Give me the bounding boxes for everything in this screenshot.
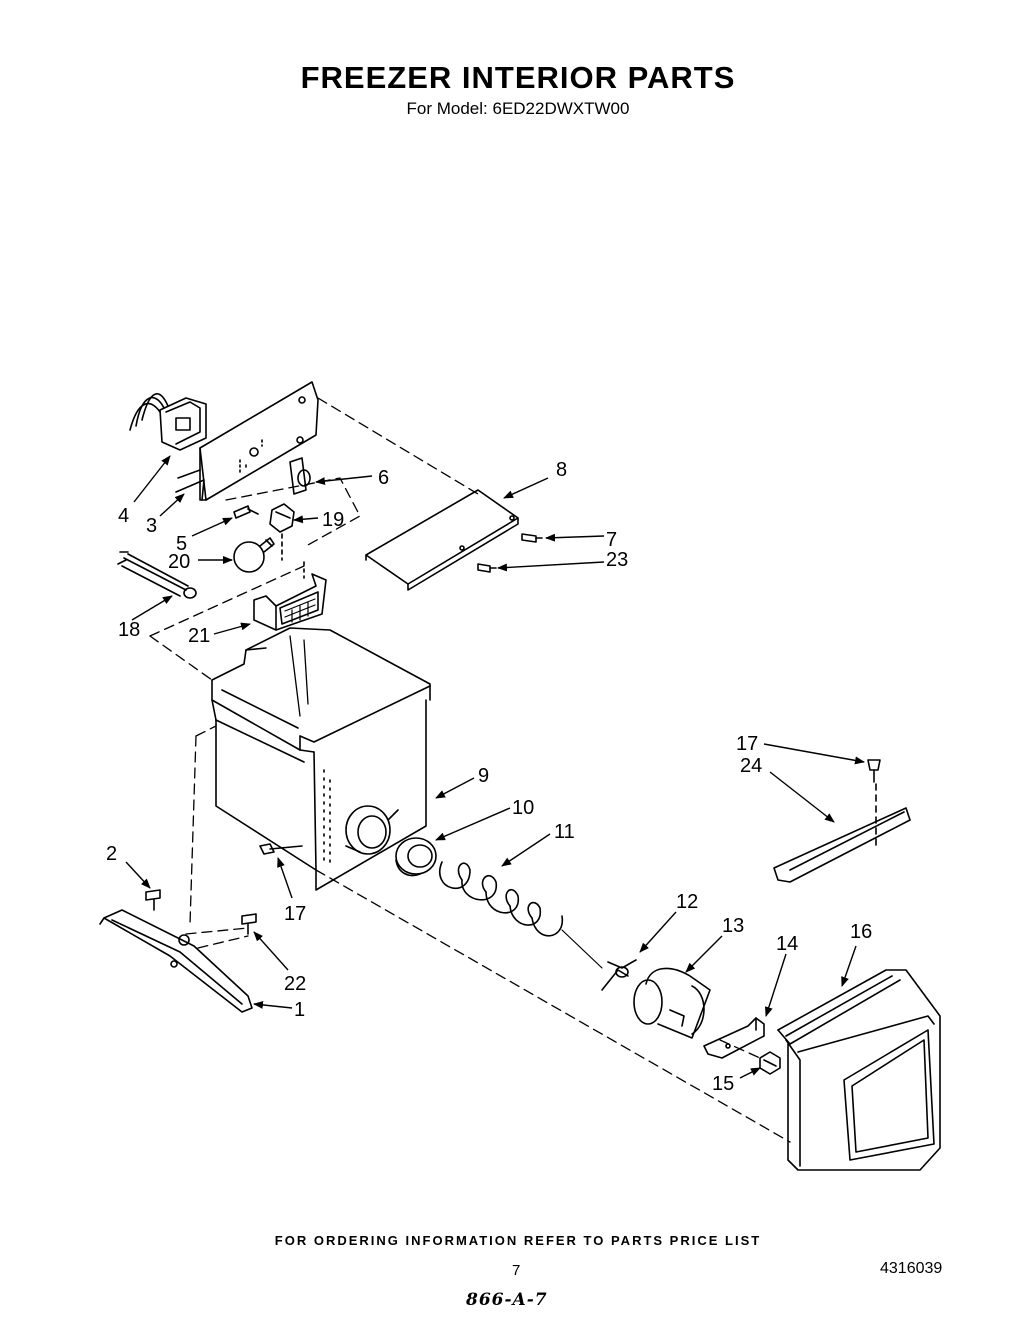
handwritten-note: 866-A-7 — [466, 1290, 548, 1310]
leader-arrow-8 — [503, 477, 549, 499]
deflector-strip-part — [773, 807, 911, 883]
leader-arrow-16 — [841, 945, 857, 987]
callout-19: 19 — [322, 509, 344, 531]
screw-part-2 — [145, 889, 161, 911]
screw-part-17-right — [867, 759, 881, 849]
light-socket-clip-part — [289, 457, 311, 495]
screw-part-7 — [521, 533, 543, 543]
ordering-info-note: FOR ORDERING INFORMATION REFER TO PARTS … — [274, 1233, 762, 1248]
page-title: FREEZER INTERIOR PARTS — [300, 60, 736, 95]
callout-8: 8 — [556, 459, 567, 481]
leader-arrow-6 — [315, 475, 373, 486]
callout-24: 24 — [740, 755, 762, 777]
leader-arrow-11 — [501, 833, 551, 867]
callout-13: 13 — [722, 915, 744, 937]
screw-part-22 — [241, 913, 257, 935]
light-shield-part — [253, 561, 327, 631]
callout-5: 5 — [176, 533, 187, 555]
callout-22: 22 — [284, 973, 306, 995]
callout-14: 14 — [776, 933, 798, 955]
thermostat-control-part — [129, 393, 207, 451]
light-bulb-part — [233, 537, 275, 573]
leader-arrow-3 — [159, 493, 185, 517]
callout-21: 21 — [188, 625, 210, 647]
leader-arrow-21 — [213, 622, 251, 635]
callout-9: 9 — [478, 765, 489, 787]
callout-17-left: 17 — [284, 903, 306, 925]
screw-part-17-left — [259, 843, 303, 855]
leader-arrow-14 — [764, 953, 787, 1017]
callout-16: 16 — [850, 921, 872, 943]
lamp-socket-part — [269, 503, 295, 561]
leader-arrow-2 — [125, 861, 151, 889]
ice-bin-front-part — [777, 969, 941, 1171]
callout-1: 1 — [294, 999, 305, 1021]
ice-bin-part — [211, 627, 431, 891]
leader-arrow-15 — [739, 1067, 761, 1079]
callout-10: 10 — [512, 797, 534, 819]
model-subtitle: For Model: 6ED22DWXTW00 — [406, 99, 630, 118]
callout-3: 3 — [146, 515, 157, 537]
callout-4: 4 — [118, 505, 129, 527]
leader-arrow-9 — [435, 777, 475, 799]
leader-arrow-24 — [769, 771, 835, 823]
document-number: 4316039 — [880, 1260, 943, 1277]
drive-coupling-part — [601, 959, 637, 991]
leader-arrow-10 — [435, 807, 511, 841]
nut-part — [759, 1051, 781, 1075]
callout-23: 23 — [606, 549, 628, 571]
leader-arrow-22 — [253, 931, 289, 971]
leader-arrow-23 — [497, 561, 605, 572]
screw-part-23 — [477, 563, 497, 573]
leader-arrow-17-left — [277, 857, 293, 899]
callout-7: 7 — [606, 529, 617, 551]
assembly-guide-lines — [149, 397, 791, 1143]
leader-arrow-1 — [253, 1000, 293, 1009]
leader-arrow-18 — [131, 595, 173, 621]
screw-part-5 — [233, 505, 259, 519]
callout-2: 2 — [106, 843, 117, 865]
bin-rail-part — [99, 909, 253, 1013]
callout-6: 6 — [378, 467, 389, 489]
callout-17-right: 17 — [736, 733, 758, 755]
control-bracket-part — [175, 381, 319, 501]
leader-arrow-5 — [191, 517, 233, 537]
cover-panel-part — [365, 489, 519, 591]
leader-arrow-7 — [545, 533, 605, 542]
auger-spring-part — [439, 861, 603, 969]
motor-bracket-part — [703, 1017, 765, 1059]
callout-15: 15 — [712, 1073, 734, 1095]
callout-12: 12 — [676, 891, 698, 913]
bearing-part — [395, 837, 437, 877]
wire-harness-part — [117, 551, 197, 599]
callout-11: 11 — [554, 821, 575, 843]
callout-20: 20 — [168, 551, 190, 573]
leader-arrow-12 — [639, 911, 677, 953]
page-number: 7 — [512, 1262, 521, 1279]
leader-arrow-17-right — [763, 743, 865, 765]
leader-arrow-13 — [685, 935, 723, 973]
leader-arrow-4 — [133, 455, 171, 503]
leader-arrow-19 — [293, 515, 319, 524]
callout-18: 18 — [118, 619, 140, 641]
motor-housing-part — [633, 967, 711, 1039]
